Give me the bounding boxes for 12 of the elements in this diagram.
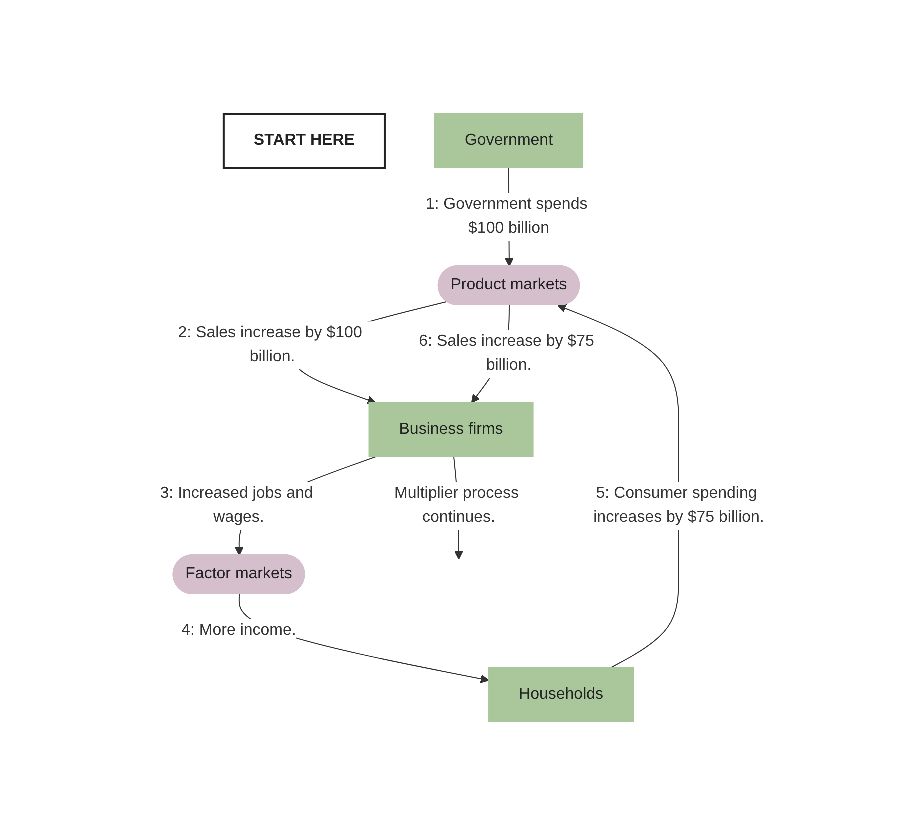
node-box: Government xyxy=(434,113,584,168)
edge-label: 1: Government spends $100 billion xyxy=(425,196,588,236)
node-box: Business firms xyxy=(368,402,534,457)
node-box: START HERE xyxy=(222,112,386,168)
edge-label: 3: Increased jobs and wages. xyxy=(160,484,313,526)
edge-label: 6: Sales increase by $75 billion. xyxy=(418,332,594,374)
edge-label: Multiplier process continues. xyxy=(394,484,519,526)
edge-label: 5: Consumer spending increases by $75 billion. xyxy=(593,484,764,526)
edge-label: 4: More income. xyxy=(181,622,296,638)
edge-label: 2: Sales increase by $100 billion. xyxy=(178,324,362,366)
node-box: Households xyxy=(488,667,634,722)
arrow xyxy=(557,304,679,668)
